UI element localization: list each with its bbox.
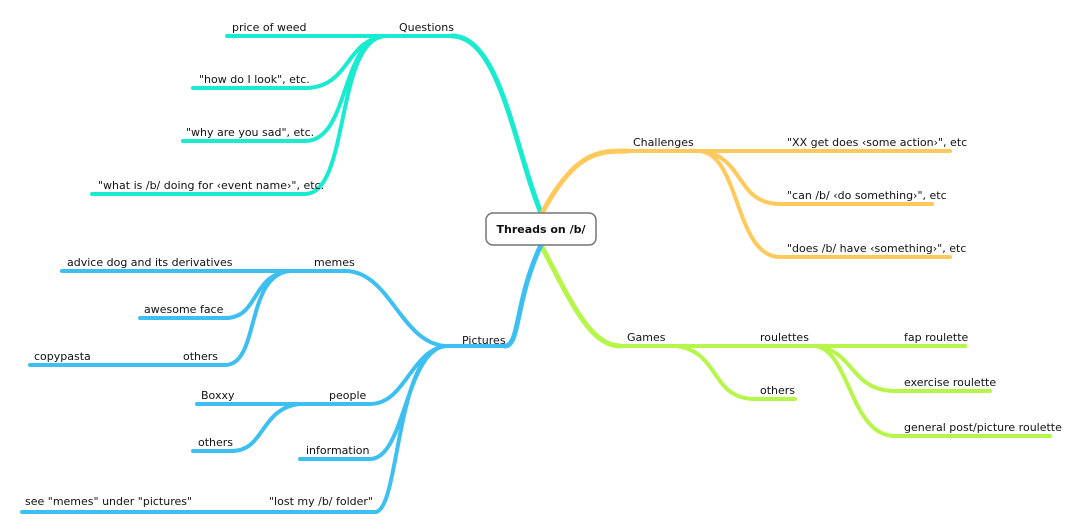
- node-copypasta[interactable]: copypasta: [34, 350, 91, 363]
- connector-memes-others: [173, 269, 292, 367]
- node-xx-get-does[interactable]: "XX get does ‹some action›", etc: [787, 136, 967, 149]
- connector-root-questions: [449, 33, 544, 216]
- node-games-others[interactable]: others: [760, 384, 795, 397]
- node-memes-others[interactable]: others: [183, 350, 218, 363]
- connector-memes: [288, 269, 447, 348]
- node-advice-dog[interactable]: advice dog and its derivatives: [67, 256, 233, 269]
- node-how-do-i-look[interactable]: "how do I look", etc.: [199, 73, 310, 86]
- node-what-is-b-doing[interactable]: "what is /b/ doing for ‹event name›", et…: [98, 179, 324, 192]
- node-price-of-weed[interactable]: price of weed: [232, 21, 307, 34]
- node-questions[interactable]: Questions: [399, 21, 454, 34]
- connector-games-others: [673, 344, 797, 401]
- connector-can-b: [698, 149, 934, 206]
- node-pictures[interactable]: Pictures: [462, 334, 506, 347]
- node-memes[interactable]: memes: [314, 256, 355, 269]
- node-lost-my-b-folder[interactable]: "lost my /b/ folder": [269, 495, 373, 508]
- connector-what-is-b-doing: [90, 34, 387, 196]
- root-node[interactable]: Threads on /b/: [485, 212, 597, 246]
- node-can-b-do-something[interactable]: "can /b/ ‹do something›", etc: [787, 189, 947, 202]
- connector-general-roulette: [813, 344, 1052, 438]
- node-boxxy[interactable]: Boxxy: [201, 389, 235, 402]
- connector-root-games: [538, 242, 623, 349]
- node-exercise-roulette[interactable]: exercise roulette: [904, 376, 996, 389]
- node-people[interactable]: people: [329, 389, 367, 402]
- node-general-roulette[interactable]: general post/picture roulette: [904, 421, 1062, 434]
- connector-people-others: [191, 402, 302, 453]
- node-see-memes-under-pictures[interactable]: see "memes" under "pictures": [25, 495, 192, 508]
- root-node-label: Threads on /b/: [496, 223, 586, 236]
- node-information[interactable]: information: [306, 444, 370, 457]
- connector-root-pictures: [502, 242, 544, 349]
- node-games[interactable]: Games: [627, 331, 666, 344]
- node-challenges[interactable]: Challenges: [633, 136, 694, 149]
- node-why-are-you-sad[interactable]: "why are you sad", etc.: [186, 126, 314, 139]
- connector-lost-folder: [258, 344, 447, 514]
- node-people-others[interactable]: others: [198, 436, 233, 449]
- connector-root-challenges: [538, 148, 631, 218]
- node-awesome-face[interactable]: awesome face: [144, 303, 224, 316]
- node-roulettes[interactable]: roulettes: [760, 331, 809, 344]
- node-fap-roulette[interactable]: fap roulette: [904, 331, 969, 344]
- root-node-box: [485, 212, 597, 246]
- node-does-b-have[interactable]: "does /b/ have ‹something›", etc: [787, 242, 966, 255]
- connector-exercise-roulette: [813, 344, 992, 393]
- connector-does-b-have: [698, 149, 952, 259]
- connector-people: [298, 344, 447, 406]
